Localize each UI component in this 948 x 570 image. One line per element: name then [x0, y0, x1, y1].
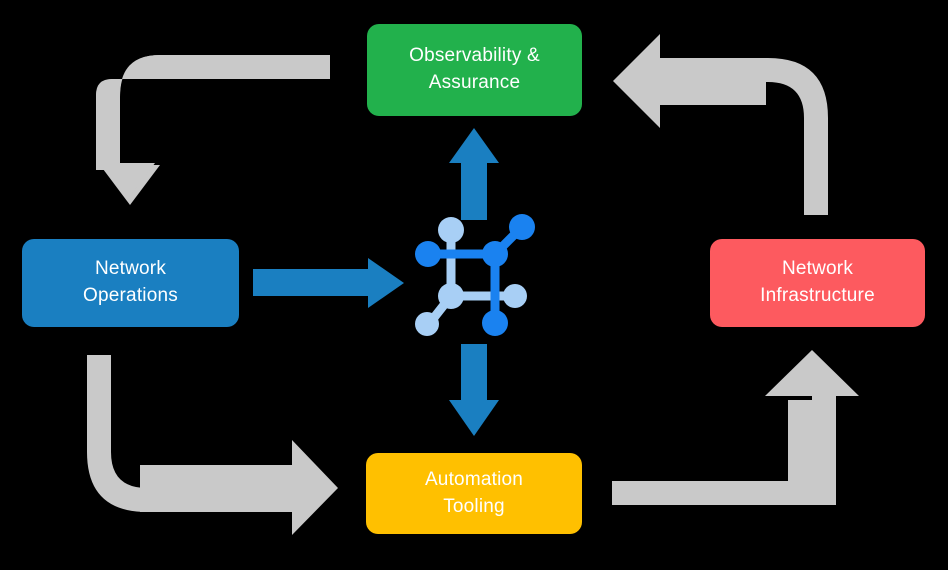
node-observability-label: Observability & Assurance [409, 45, 540, 93]
arrow-center-to-automation [449, 344, 499, 436]
arrow-operations-to-center [253, 258, 404, 308]
network-topology-icon [415, 212, 540, 337]
topology-nodes-primary [415, 214, 535, 336]
node-network-operations[interactable]: Network Operations [22, 239, 239, 327]
topology-nodes-secondary [415, 217, 527, 336]
node-network-infrastructure[interactable]: Network Infrastructure [710, 239, 925, 327]
arrow-automation-to-infrastructure [612, 350, 859, 505]
node-automation-label: Automation Tooling [424, 468, 524, 517]
arrow-operations-to-automation [87, 355, 338, 535]
arrow-center-to-observability [449, 128, 499, 220]
node-operations-label: Network Operations [83, 258, 178, 306]
node-automation-tooling[interactable]: Automation Tooling [366, 453, 582, 534]
arrow-observability-to-operations [96, 55, 330, 205]
arrow-infrastructure-to-observability [613, 34, 828, 215]
node-observability-assurance[interactable]: Observability & Assurance [367, 24, 582, 116]
node-infrastructure-label: Network Infrastructure [760, 258, 875, 306]
